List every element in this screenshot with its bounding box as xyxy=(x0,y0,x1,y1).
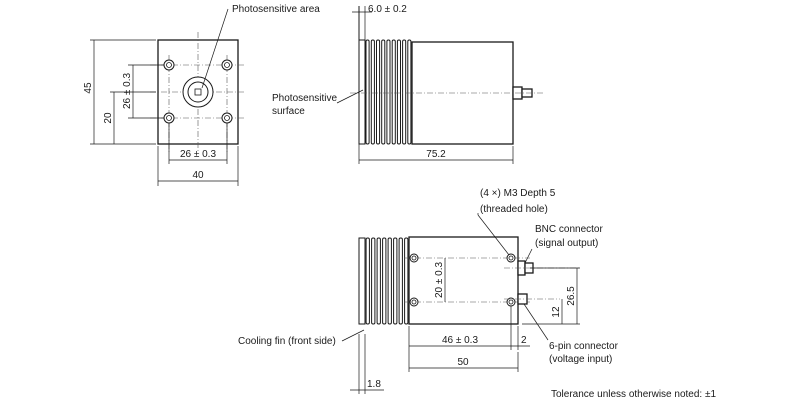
height-45: 45 xyxy=(83,82,94,94)
side-view-bottom: (4 ×) M3 Depth 5 (threaded hole) BNC con… xyxy=(238,188,619,394)
hole-pitch-vertical-bottom: 20 ± 0.3 xyxy=(434,262,445,299)
hole-pitch-horizontal-bottom: 46 ± 0.3 xyxy=(442,335,479,346)
fin xyxy=(376,237,381,325)
hole-pitch-horizontal: 26 ± 0.3 xyxy=(180,149,217,160)
mounting-hole xyxy=(163,59,175,71)
fin xyxy=(370,39,375,145)
hole-pitch-vertical: 26 ± 0.3 xyxy=(122,73,133,110)
photosensitive-area-label: Photosensitive area xyxy=(232,4,320,15)
body-length: 50 xyxy=(457,357,469,368)
front-view: Photosensitive area 45 20 26 ± 0.3 26 ± … xyxy=(83,4,320,186)
fin-base xyxy=(358,39,366,145)
photosensitive-surface-label-2: surface xyxy=(272,106,305,117)
mounting-hole xyxy=(221,59,233,71)
threaded-hole xyxy=(409,253,419,263)
threaded-hole xyxy=(506,253,516,263)
photosensitive-window xyxy=(182,76,214,108)
photosensitive-surface-label-1: Photosensitive xyxy=(272,93,337,104)
bnc-label-2: (signal output) xyxy=(535,238,598,249)
mounting-hole xyxy=(221,112,233,124)
threaded-hole-label-1: (4 ×) M3 Depth 5 xyxy=(480,188,556,199)
width-40: 40 xyxy=(192,170,204,181)
edge-offset: 2 xyxy=(521,335,527,346)
side-view-top: 6.0 ± 0.2 Photosensitive surface 75.2 xyxy=(272,4,545,164)
fin xyxy=(391,39,396,145)
fin xyxy=(382,237,387,325)
fin xyxy=(371,237,376,325)
pin-connector-label-1: 6-pin connector xyxy=(549,341,619,352)
fin xyxy=(396,39,401,145)
threaded-hole xyxy=(409,297,419,307)
height-20: 20 xyxy=(103,112,114,124)
bnc-label-1: BNC connector xyxy=(535,224,603,235)
fin xyxy=(398,237,403,325)
cooling-fin-label: Cooling fin (front side) xyxy=(238,336,336,347)
tolerance-note: Tolerance unless otherwise noted: ±1 xyxy=(551,389,716,400)
fin xyxy=(381,39,386,145)
connector-height: 26.5 xyxy=(566,286,577,306)
fin xyxy=(365,237,370,325)
fin xyxy=(386,39,391,145)
fin-thickness: 1.8 xyxy=(367,379,381,390)
threaded-hole-label-2: (threaded hole) xyxy=(480,204,548,215)
fin xyxy=(404,237,409,325)
fin xyxy=(387,237,392,325)
fin-base xyxy=(358,237,366,325)
pin-height: 12 xyxy=(551,306,562,318)
length-75-2: 75.2 xyxy=(426,149,446,160)
cooling-fins xyxy=(358,237,409,325)
threaded-hole xyxy=(506,297,516,307)
fin xyxy=(407,39,412,145)
pin-connector-label-2: (voltage input) xyxy=(549,354,612,365)
fin xyxy=(393,237,398,325)
body-bottom xyxy=(408,236,519,325)
fin xyxy=(365,39,370,145)
cooling-fins xyxy=(358,39,412,145)
fin-offset: 6.0 ± 0.2 xyxy=(368,4,407,15)
fin xyxy=(376,39,381,145)
fin xyxy=(402,39,407,145)
mounting-hole xyxy=(163,112,175,124)
